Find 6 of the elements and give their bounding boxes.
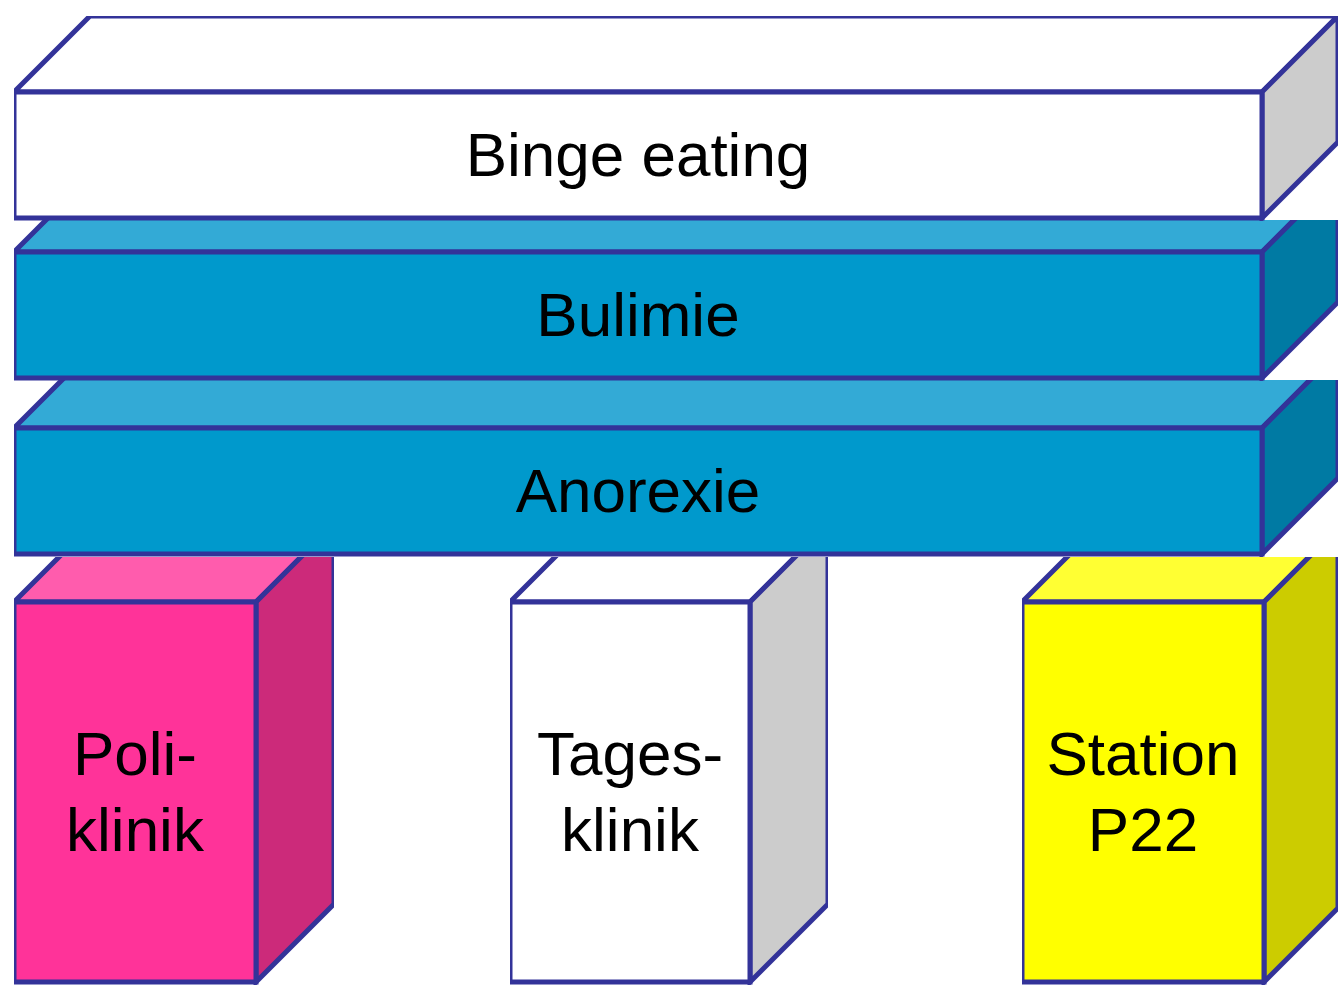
block-label: Station P22 <box>1045 718 1241 866</box>
block-label: Anorexie <box>515 455 761 527</box>
block-label: Poli- klinik <box>65 718 205 866</box>
block-label: Bulimie <box>536 279 740 351</box>
block-label: Binge eating <box>465 119 811 191</box>
block-label: Tages- klinik <box>535 718 725 866</box>
